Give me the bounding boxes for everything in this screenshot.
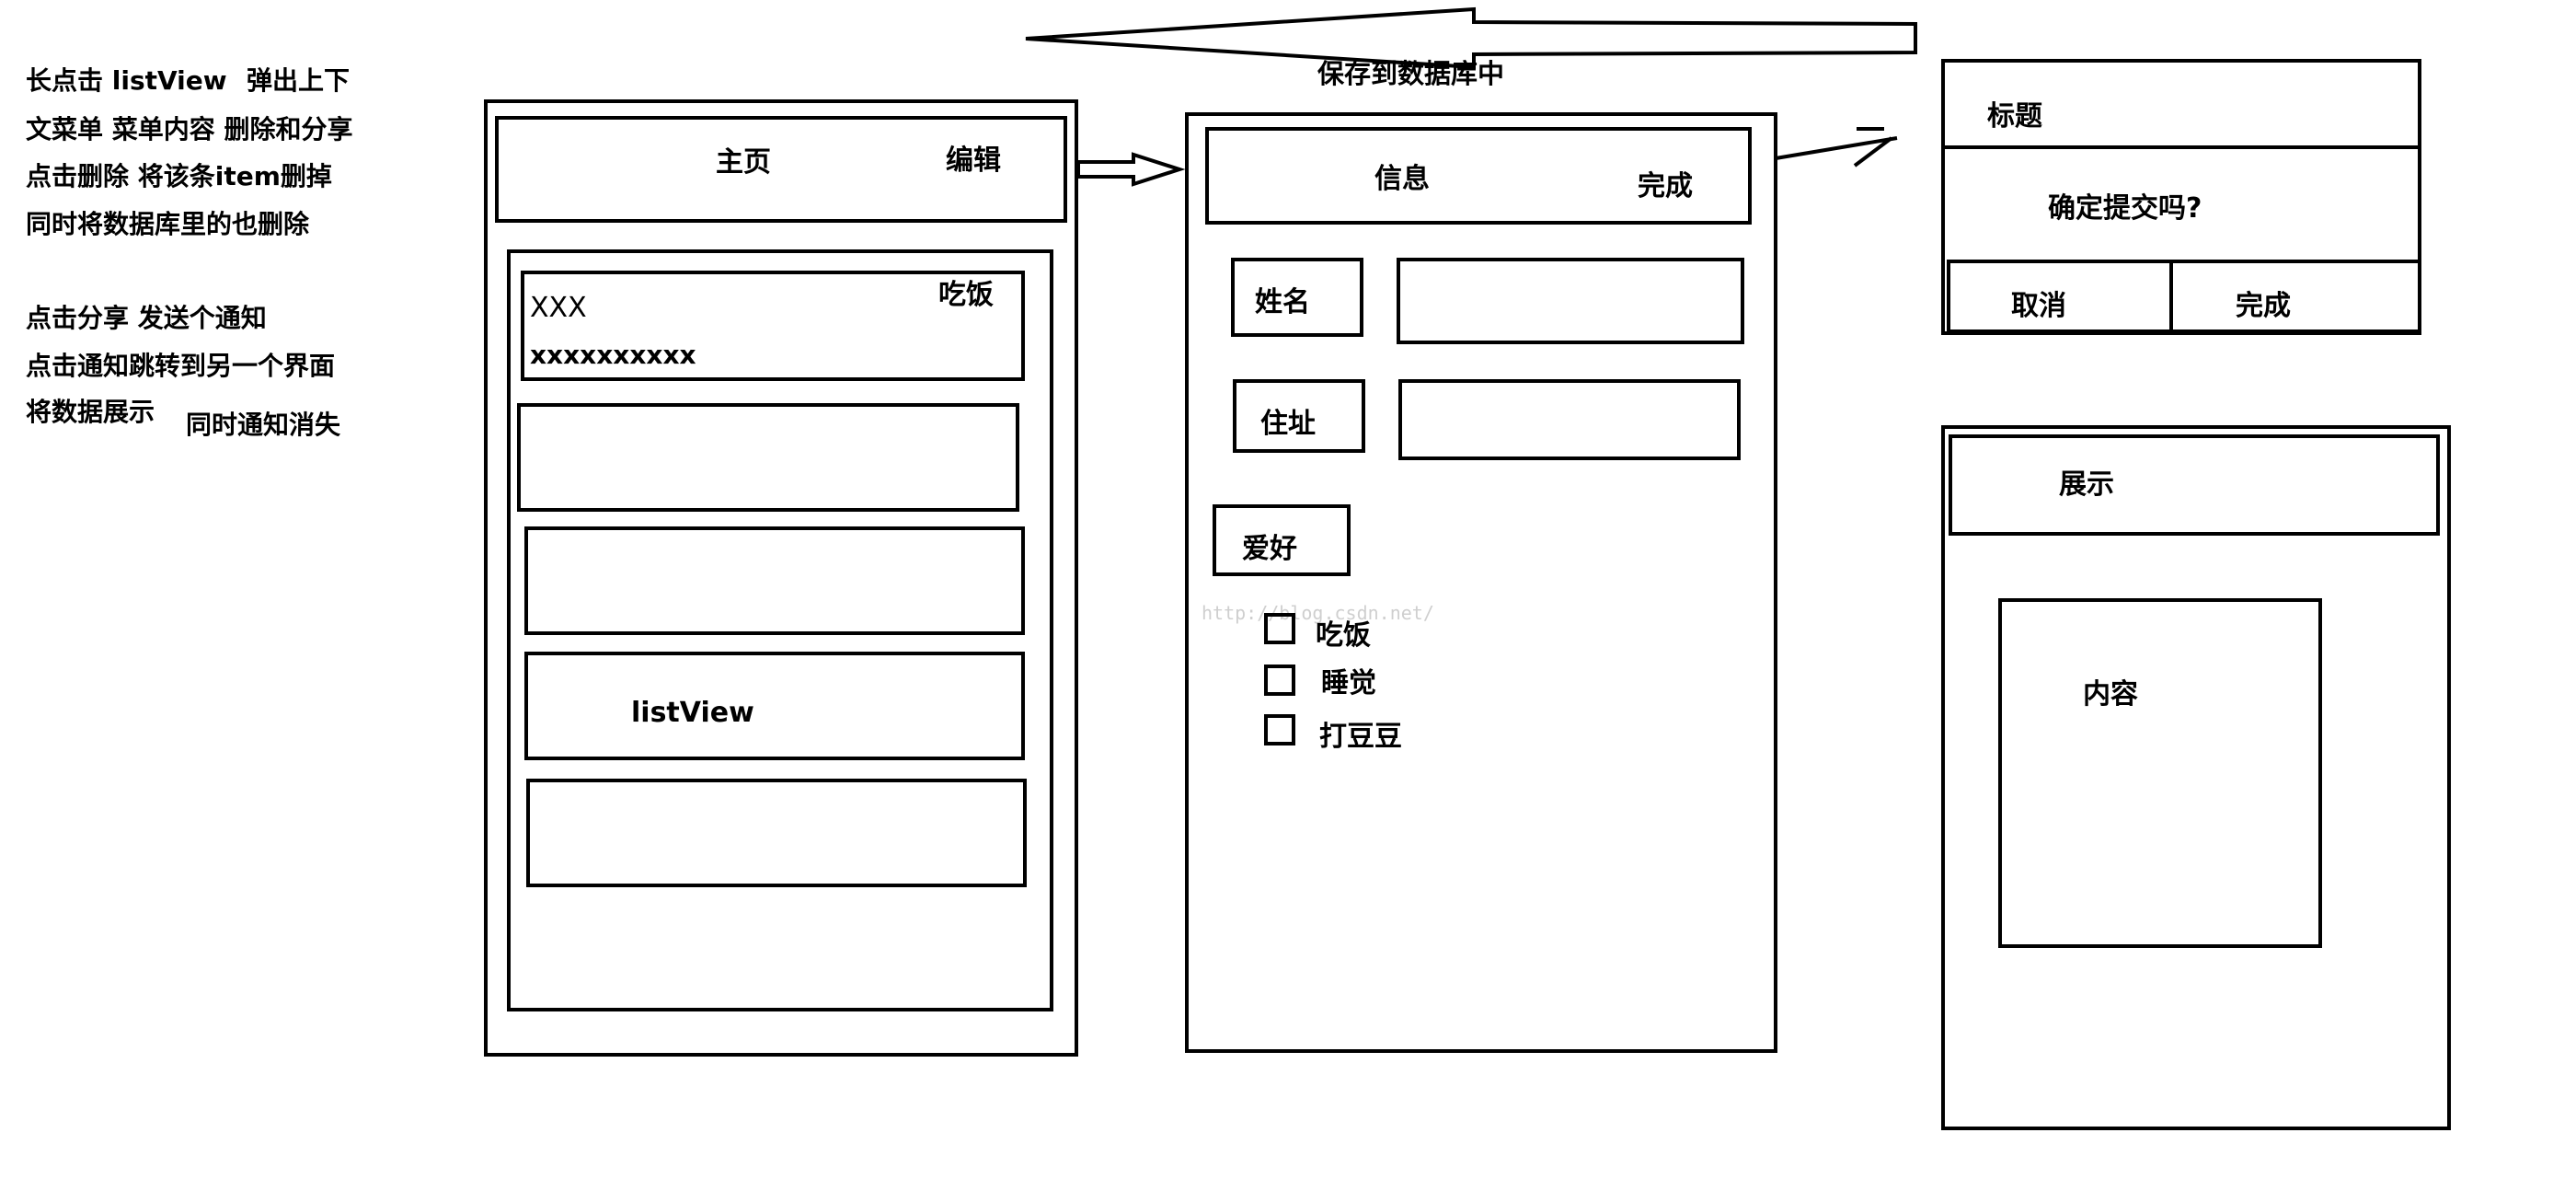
address-label-box [1233, 379, 1365, 453]
dialog-title: 标题 [1987, 100, 2042, 133]
display-title: 展示 [2059, 468, 2114, 501]
note-line: 点击分享 发送个通知 [26, 303, 267, 333]
hobby-option: 打豆豆 [1319, 721, 1402, 753]
note-line: 同时通知消失 [186, 410, 341, 440]
save-arrow [1025, 6, 1917, 70]
cancel-button-label: 取消 [2011, 290, 2066, 322]
note-line: 文菜单 菜单内容 删除和分享 [26, 114, 353, 144]
item-name: XXX [530, 292, 587, 324]
content-box [1998, 598, 2322, 948]
confirm-button[interactable] [2169, 260, 2421, 333]
note-line: 同时将数据库里的也删除 [26, 209, 310, 239]
note-line: 长点击 listView [26, 65, 227, 96]
content-label: 内容 [2083, 678, 2138, 711]
info-screen [1185, 112, 1777, 1053]
list-item[interactable] [521, 271, 1025, 381]
hobby-checkbox[interactable] [1264, 714, 1295, 745]
cancel-button[interactable] [1947, 260, 2173, 333]
hobby-label: 爱好 [1242, 533, 1297, 565]
hobby-checkbox[interactable] [1264, 665, 1295, 696]
done-button[interactable]: 完成 [1638, 170, 1693, 202]
name-label-box [1231, 258, 1363, 337]
note-line: 点击删除 将该条item删掉 [26, 161, 332, 191]
name-input[interactable] [1397, 258, 1744, 344]
hobby-checkbox[interactable] [1264, 613, 1295, 644]
dialog-message: 确定提交吗? [2048, 192, 2202, 225]
list-item[interactable] [524, 652, 1025, 760]
confirm-button-label: 完成 [2236, 290, 2291, 322]
list-item[interactable] [517, 403, 1019, 512]
info-header [1205, 127, 1752, 225]
main-to-info-arrow [1076, 152, 1186, 187]
hobby-option: 吃饭 [1316, 619, 1371, 652]
list-item[interactable] [524, 526, 1025, 635]
address-label: 住址 [1260, 408, 1316, 440]
name-label: 姓名 [1255, 286, 1310, 318]
main-title: 主页 [716, 146, 771, 179]
note-line: 弹出上下 [247, 65, 351, 96]
main-header [495, 116, 1067, 223]
note-line: 将数据展示 [26, 397, 155, 427]
note-line: 点击通知跳转到另一个界面 [26, 351, 336, 381]
display-header [1949, 434, 2440, 536]
done-to-dialog-arrowhead [1853, 136, 1893, 168]
list-item[interactable] [526, 779, 1027, 887]
address-input[interactable] [1398, 379, 1741, 460]
edit-button[interactable]: 编辑 [946, 144, 1001, 177]
item-hobby: 吃饭 [938, 279, 994, 311]
watermark: http://blog.csdn.net/ [1202, 602, 1434, 624]
hobby-label-box [1213, 504, 1351, 576]
dialog-title-bar [1941, 59, 2421, 149]
item-detail: xxxxxxxxxx [530, 340, 696, 370]
list-view-label: listView [631, 697, 754, 729]
hobby-option: 睡觉 [1321, 667, 1376, 699]
save-to-db-label: 保存到数据库中 [1317, 58, 1505, 89]
info-title: 信息 [1374, 163, 1430, 195]
